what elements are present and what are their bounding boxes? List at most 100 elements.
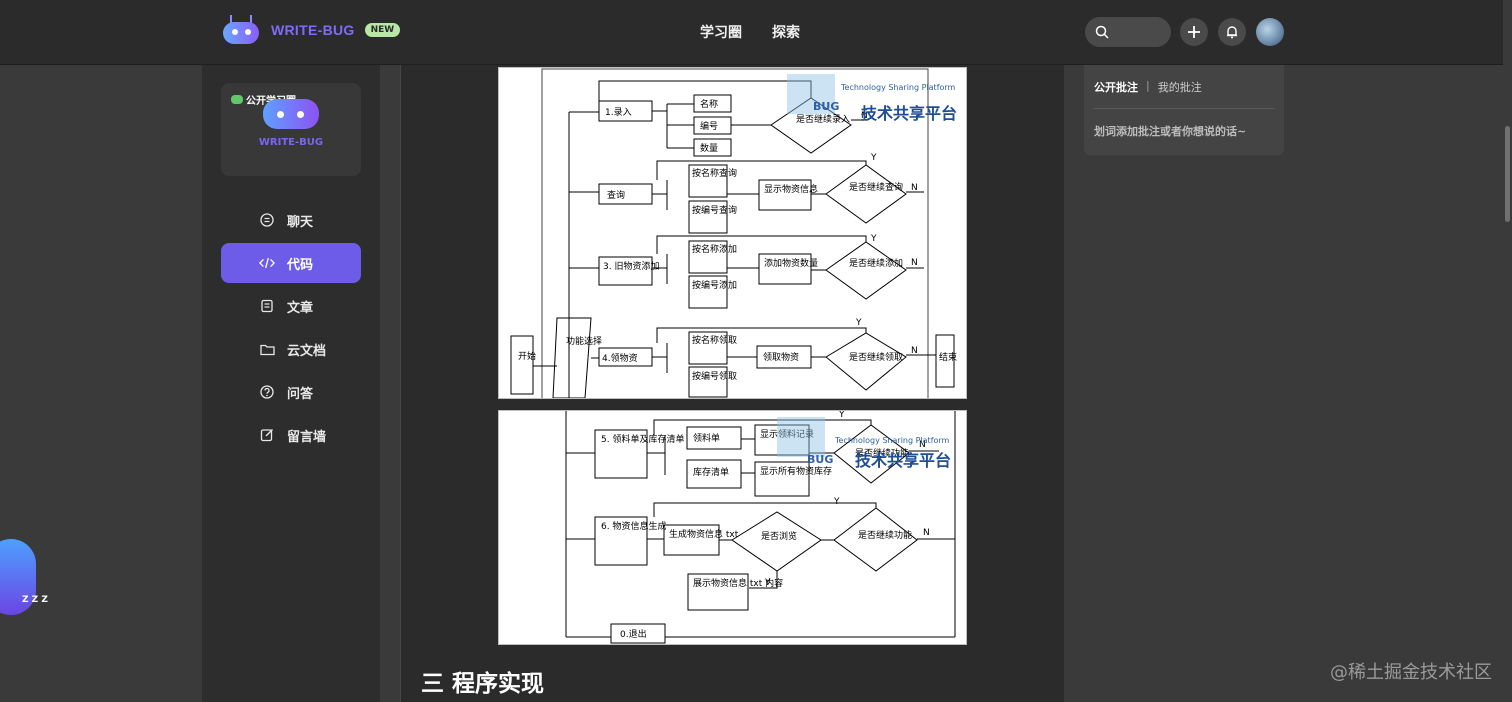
sidebar-item-chat[interactable]: 聊天 [221,200,361,240]
exit-node: 0.退出 [620,628,647,640]
row2-decide: 是否继续查询 [849,181,903,193]
row3-main: 3. 旧物资添加 [603,260,659,272]
mascot-icon [263,99,319,129]
sidebar-item-cloud-docs[interactable]: 云文档 [221,329,361,369]
new-badge: NEW [364,23,401,37]
sleep-indicator: Z Z Z [22,595,48,605]
row3-no: N [911,258,918,268]
sidebar-item-articles[interactable]: 文章 [221,286,361,326]
watermark-subtitle: Technology Sharing Platform [840,83,956,92]
start-node-1: 开始 [518,350,536,362]
study-circle-card[interactable]: 公开学习圈 WRITE-BUG [221,83,361,176]
row4-opt1: 按名称领取 [692,334,737,346]
row3-decide: 是否继续添加 [849,257,903,269]
row5-opt1: 领料单 [693,432,720,444]
row3-opt2: 按编号添加 [692,279,737,291]
article-icon [259,298,275,314]
row2-yes: Y [870,153,877,163]
row2-show: 显示物资信息 [764,183,818,195]
row6-browse: 是否浏览 [761,530,797,542]
sidebar-item-label: 文章 [287,300,314,316]
row4-opt2: 按编号领取 [692,370,737,382]
right-panel [1064,65,1304,702]
row6-yes: Y [833,497,840,507]
corner-watermark: @稀土掘金技术社区 [1330,662,1492,683]
row5-opt2: 库存清单 [693,466,729,478]
nav-item-explore[interactable]: 探索 [772,25,800,41]
avatar[interactable] [1256,18,1284,46]
flowchart-image-top: 开始 功能选择 结束 1.录入 名称 编号 数量 是否继续录入 N 查询 按名称… [498,67,967,399]
sidebar-item-qa[interactable]: 问答 [221,372,361,412]
flowchart-image-bottom: 5. 领料单及库存清单 领料单 库存清单 显示领料记录 显示所有物资库存 是否继… [498,410,967,645]
divider [1094,108,1274,109]
row2-opt2: 按编号查询 [692,204,737,216]
row6-main: 6. 物资信息生成 [601,520,666,532]
question-icon [259,384,275,400]
row2-no: N [911,183,918,193]
tab-public-annotations[interactable]: 公开批注 [1094,81,1138,94]
search-input[interactable] [1085,17,1171,47]
scrollbar-thumb[interactable] [1505,126,1510,222]
sidebar-item-message-wall[interactable]: 留言墙 [221,415,361,455]
sidebar-item-label: 聊天 [287,214,314,230]
floating-mascot[interactable] [0,533,40,617]
create-button[interactable] [1180,18,1208,46]
watermark-brand: BUG [813,100,839,113]
row1-opt2: 编号 [700,120,718,132]
row1-main: 1.录入 [605,107,632,118]
row6-decide: 是否继续功能 [858,529,912,541]
edit-icon [259,427,275,443]
row4-no: N [911,346,918,356]
row1-opt3: 数量 [700,142,718,154]
tab-my-annotations[interactable]: 我的批注 [1157,81,1202,94]
row4-decide: 是否继续领取 [849,351,903,363]
nav-item-study-circle[interactable]: 学习圈 [700,25,742,41]
row5-no: N [919,440,926,450]
row5-decide: 是否继续功能 [855,447,909,459]
plus-icon [1188,26,1200,38]
row1-opt1: 名称 [700,98,718,110]
top-bar: WRITE-BUG NEW 学习圈 探索 [0,0,1512,65]
tab-separator: | [1146,79,1150,92]
row3-opt1: 按名称添加 [692,243,737,255]
row5-show2: 显示所有物资库存 [760,465,832,477]
notifications-button[interactable] [1218,18,1246,46]
sidebar-menu: 聊天 代码 文章 云文档 问答 留言墙 [221,200,361,458]
sidebar-item-label: 代码 [287,257,314,273]
sidebar-item-label: 问答 [287,386,314,402]
row5-show1: 显示领料记录 [760,428,814,440]
select-node: 功能选择 [566,335,602,347]
watermark-logo: BUG Technology Sharing Platform 技术共享平台 [787,74,957,123]
mascot-icon [221,14,261,46]
watermark-brand: BUG [807,453,833,466]
row1-decide: 是否继续录入 [796,113,850,125]
row4-main: 4.领物资 [602,352,638,364]
annotation-tabs: 公开批注 | 我的批注 [1094,79,1202,95]
brand-name: WRITE-BUG [271,22,355,38]
row5-yes: Y [838,411,845,420]
row6-display: 展示物资信息 txt 内容 [693,577,783,589]
row1-no: N [861,111,868,121]
watermark-cn: 技术共享平台 [855,451,951,470]
search-icon [1095,25,1109,39]
watermark-subtitle: Technology Sharing Platform [834,436,950,445]
brand-logo[interactable]: WRITE-BUG NEW [221,14,401,46]
annotation-hint: 划词添加批注或者你想说的话~ [1094,125,1247,138]
row4-yes: Y [855,318,862,328]
watermark-logo: BUG Technology Sharing Platform 技术共享平台 [777,417,951,470]
annotation-card: 公开批注 | 我的批注 划词添加批注或者你想说的话~ [1084,65,1284,155]
main-nav: 学习圈 探索 [700,22,800,42]
row3-yes: Y [870,234,877,244]
scrollbar[interactable] [1503,0,1512,702]
bell-icon [1227,26,1237,39]
chat-icon [259,212,275,228]
row6-yes-2: Y [764,578,771,588]
sidebar-item-code[interactable]: 代码 [221,243,361,283]
section-heading: 三 程序实现 [421,671,545,697]
sidebar-item-label: 留言墙 [287,429,327,445]
circle-name: WRITE-BUG [258,137,324,148]
row2-main: 查询 [607,189,625,201]
folder-icon [259,341,275,357]
end-node: 结束 [939,351,957,363]
sidebar-item-label: 云文档 [287,343,327,359]
